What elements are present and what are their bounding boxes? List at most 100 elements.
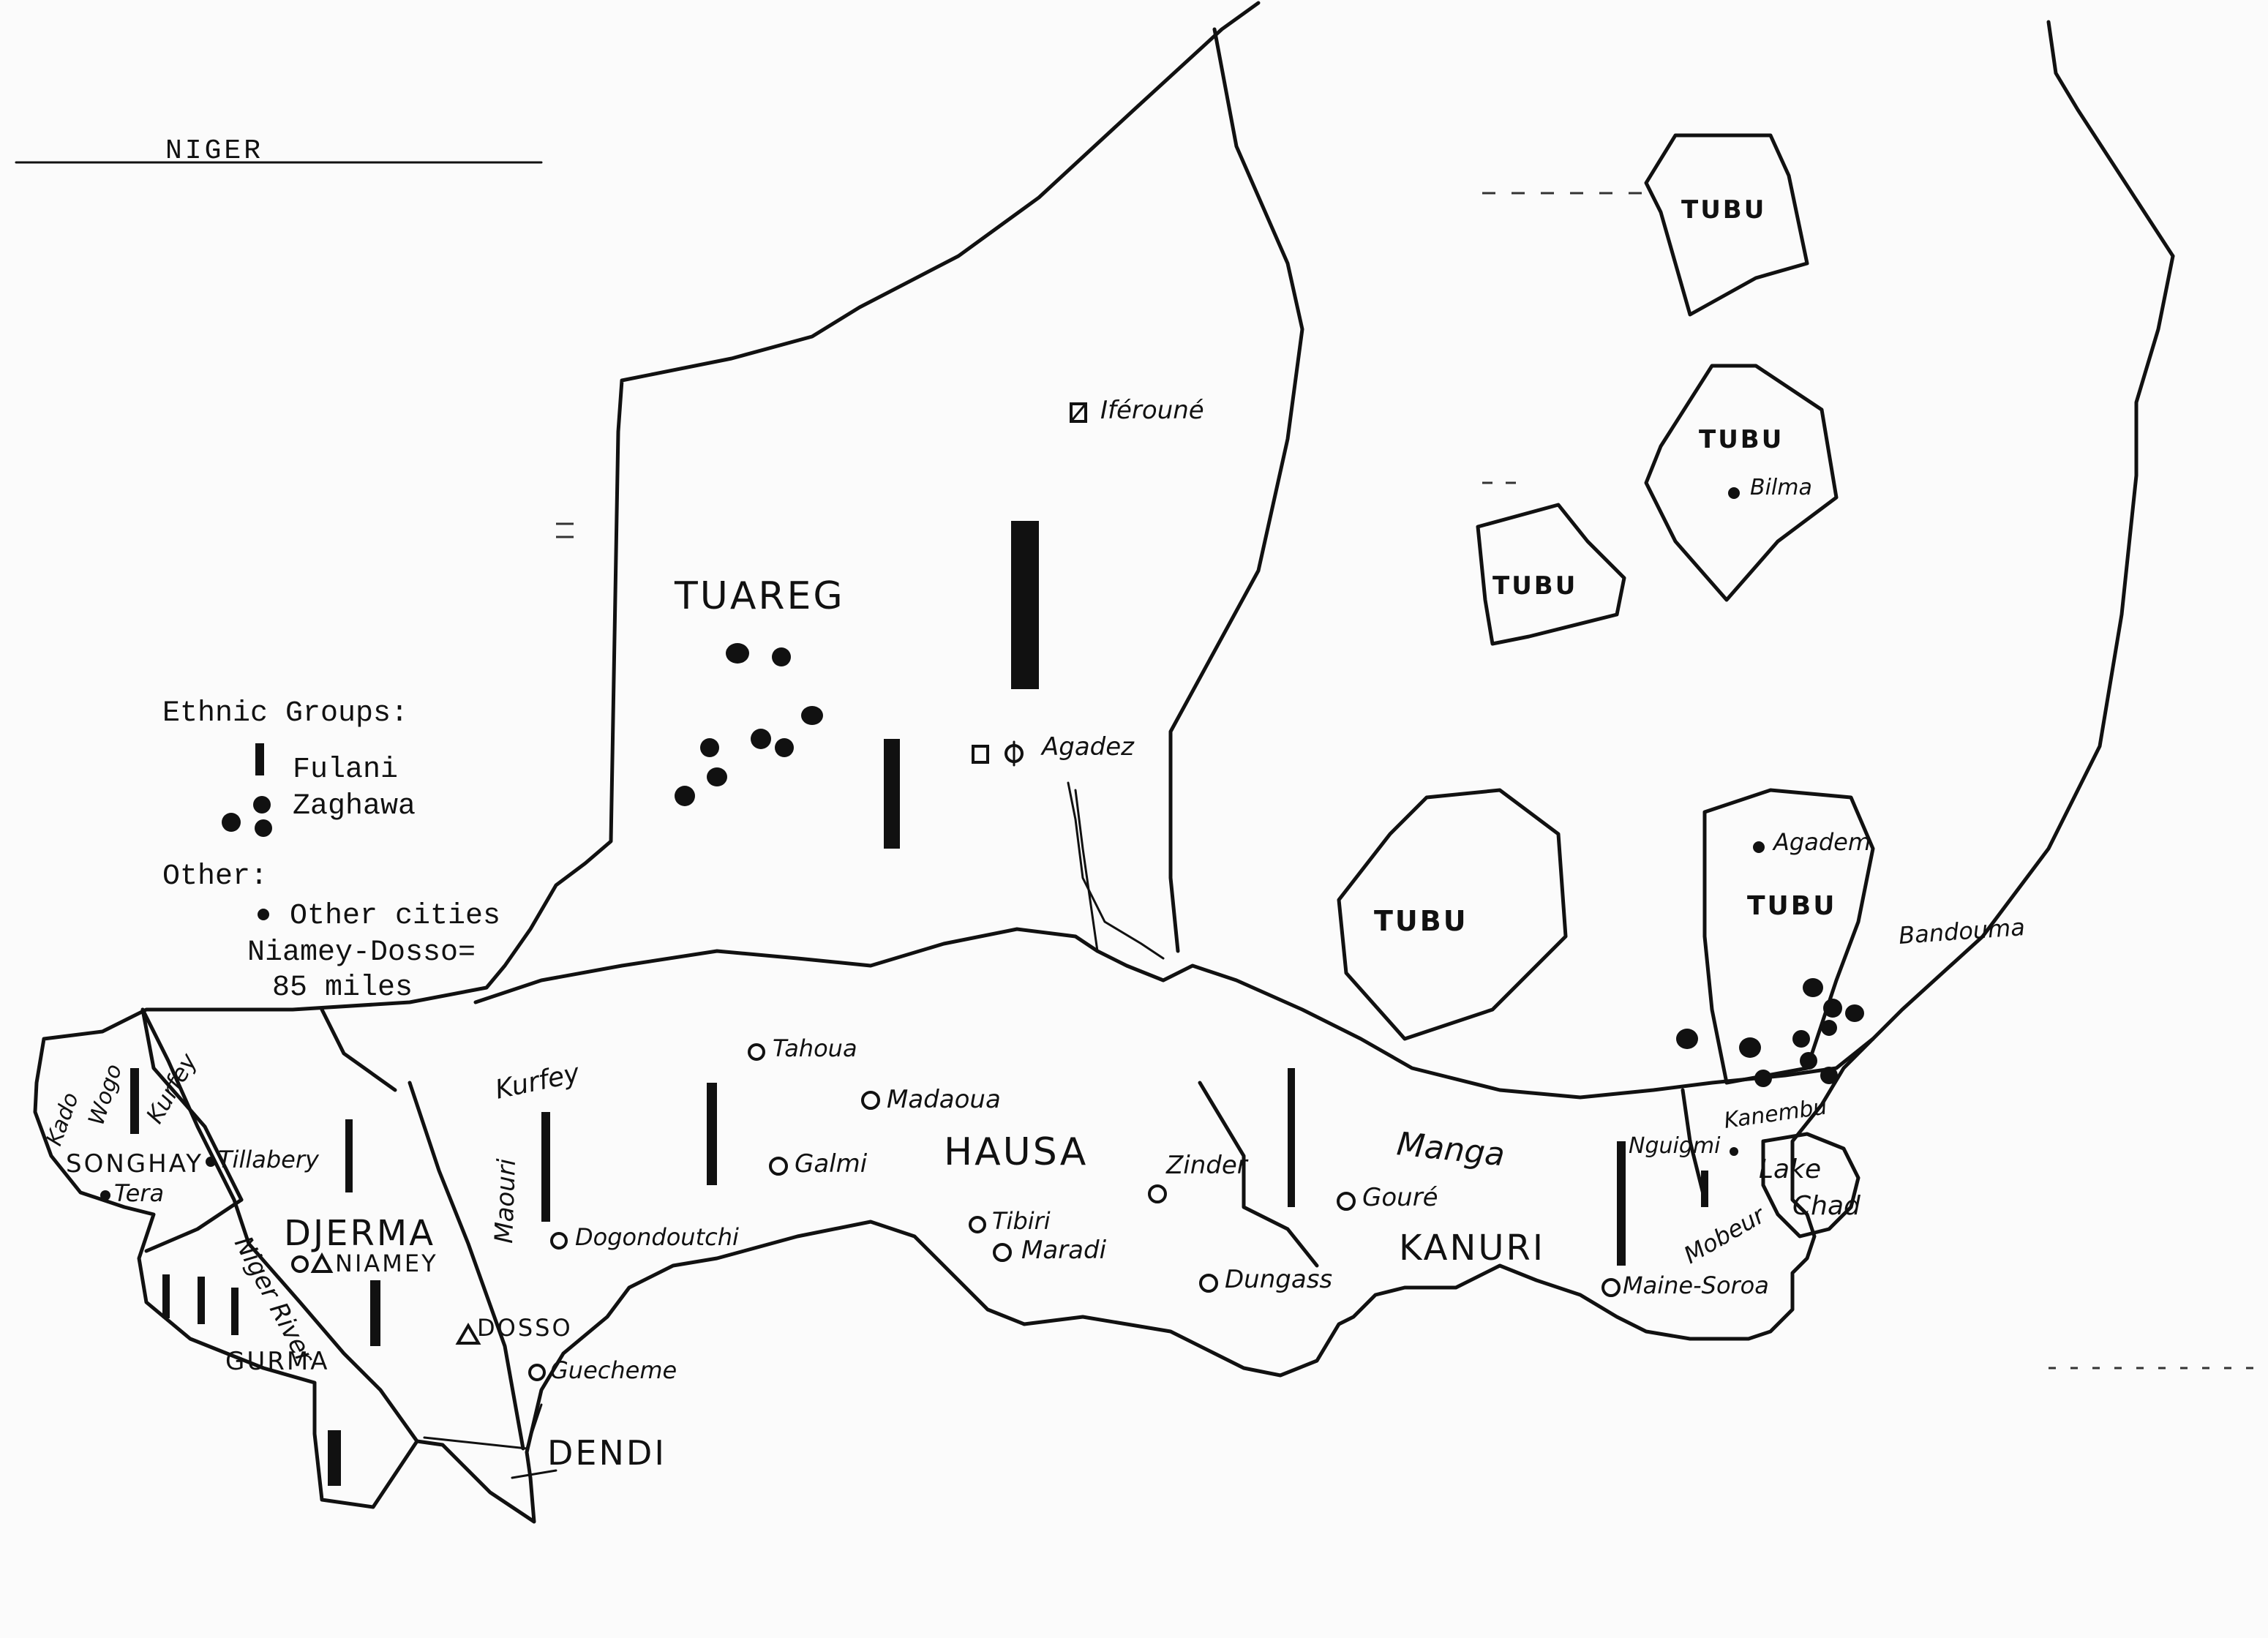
region-label-songhay: SONGHAY	[66, 1149, 203, 1179]
region-label-wogo: Wogo	[83, 1061, 127, 1128]
city-label-maine-soroa: Maine-Soroa	[1623, 1271, 1769, 1299]
legend-scale-line1: Niamey-Dosso=	[247, 936, 476, 969]
tubu-region-1	[1644, 133, 1809, 317]
region-label-kado: Kado	[42, 1089, 84, 1149]
city-label-tera: Tera	[114, 1179, 164, 1207]
scan-artifacts	[556, 192, 2253, 1370]
fulani-bar	[1288, 1068, 1295, 1207]
tubu-region-3	[1476, 503, 1626, 646]
fulani-bar	[884, 739, 900, 849]
region-label-kanembu: Kanembu	[1722, 1094, 1828, 1134]
city-marker-zinder	[1148, 1184, 1167, 1203]
fulani-bar	[231, 1288, 239, 1335]
city-label-tahoua: Tahoua	[773, 1034, 857, 1062]
region-label-hausa: HAUSA	[944, 1130, 1088, 1174]
city-label-maradi: Maradi	[1021, 1236, 1107, 1265]
fulani-bar	[1011, 521, 1039, 689]
city-marker-tera	[100, 1190, 110, 1201]
fulani-bar	[707, 1083, 717, 1185]
city-marker-maine-soroa	[1602, 1278, 1621, 1297]
river-branch-east	[1067, 781, 1165, 960]
fulani-bar	[328, 1430, 341, 1486]
city-marker-iferouane	[1070, 402, 1087, 423]
region-label-djerma: DJERMA	[284, 1213, 435, 1254]
region-label-gurma: GURMA	[225, 1347, 329, 1376]
tuareg-boundary-east	[1168, 27, 1304, 953]
fulani-bar	[541, 1112, 550, 1222]
city-label-galmi: Galmi	[795, 1149, 868, 1179]
city-label-dosso: DOSSO	[477, 1314, 573, 1342]
city-marker-dungass	[1199, 1274, 1218, 1293]
city-marker-tibiri	[969, 1216, 986, 1233]
city-label-dogondoutchi: Dogondoutchi	[575, 1223, 739, 1251]
lake-chad-outline	[1761, 1132, 1860, 1239]
city-marker-galmi	[769, 1157, 788, 1176]
region-label-tubu-2: TUBU	[1699, 425, 1784, 454]
city-label-niamey: NIAMEY	[335, 1250, 438, 1277]
region-label-tubu-3: TUBU	[1492, 571, 1577, 601]
city-marker-goure	[1337, 1192, 1356, 1211]
region-label-tuareg: TUAREG	[674, 574, 845, 618]
fulani-bar	[345, 1119, 353, 1192]
dendi-tick	[511, 1469, 557, 1479]
kanuri-nguigmi-boundary	[1681, 1088, 1707, 1202]
hausa-west-boundary	[408, 1081, 525, 1451]
tubu-region-4	[1337, 788, 1568, 1041]
city-marker-guecheme	[528, 1364, 546, 1381]
city-marker-madaoua	[861, 1091, 880, 1110]
city-label-bilma: Bilma	[1750, 475, 1812, 500]
region-label-manga: Manga	[1395, 1125, 1506, 1173]
region-label-mobeur: Mobeur	[1679, 1201, 1771, 1269]
legend-fulani-label: Fulani	[293, 754, 398, 786]
legend: Ethnic Groups: Fulani Zaghawa Other: Oth…	[162, 697, 500, 1004]
djerma-boundary-2	[320, 1007, 397, 1092]
region-label-kurfey-east: Kurfey	[492, 1058, 582, 1105]
legend-heading: Ethnic Groups:	[162, 697, 408, 730]
city-label-guecheme: Guecheme	[550, 1356, 677, 1384]
city-label-tibiri: Tibiri	[992, 1207, 1051, 1235]
tubu-region-2	[1644, 364, 1839, 602]
songhay-gurma-boundary	[144, 1198, 244, 1253]
city-marker-tillabery	[206, 1157, 216, 1167]
city-marker-agadez	[972, 740, 1024, 767]
region-label-tubu-5: TUBU	[1747, 891, 1836, 921]
city-marker-bilma	[1728, 487, 1740, 499]
legend-city-symbol	[258, 909, 269, 920]
legend-scale-line2: 85 miles	[272, 972, 413, 1004]
legend-city-label: Other cities	[290, 900, 500, 933]
niger-river-line	[140, 1007, 419, 1443]
city-label-goure: Gouré	[1362, 1183, 1438, 1212]
djerma-boundary	[140, 1007, 244, 1202]
city-marker-nguigmi	[1730, 1147, 1738, 1156]
city-marker-niamey	[291, 1252, 334, 1273]
legend-zaghawa-symbol	[222, 796, 272, 837]
fulani-bar	[1701, 1171, 1708, 1207]
legend-zaghawa-label: Zaghawa	[293, 790, 416, 823]
fulani-bar	[198, 1277, 205, 1324]
country-border-ne	[2046, 20, 2175, 258]
hausa-kanuri-boundary	[1198, 1081, 1319, 1268]
city-marker-tahoua	[748, 1043, 765, 1061]
zaghawa-cluster-east	[1676, 978, 1864, 1087]
legend-fulani-symbol	[255, 743, 264, 775]
niger-river-inflow	[1074, 789, 1099, 953]
region-label-tubu-1: TUBU	[1681, 195, 1766, 225]
city-label-dungass: Dungass	[1225, 1265, 1332, 1294]
legend-other-heading: Other:	[162, 860, 268, 893]
country-border	[33, 1, 2175, 1524]
water-label-lake-2: Chad	[1792, 1191, 1861, 1221]
city-marker-dogondoutchi	[550, 1232, 568, 1250]
region-label-tubu-4: TUBU	[1374, 905, 1468, 937]
city-label-madaoua: Madaoua	[887, 1085, 1001, 1114]
city-marker-maradi	[993, 1243, 1012, 1262]
fulani-bar	[162, 1274, 170, 1318]
water-label-lake: Lake	[1759, 1154, 1821, 1184]
region-label-kanuri: KANURI	[1399, 1228, 1545, 1269]
city-label-agadem: Agadem	[1772, 828, 1871, 856]
city-label-tillabery: Tillabery	[218, 1146, 320, 1173]
city-label-bandouma: Bandouma	[1898, 913, 2026, 950]
region-label-dendi: DENDI	[547, 1433, 666, 1473]
city-label-iferouane: Iférouné	[1100, 396, 1204, 425]
dendi-boundary	[423, 1403, 543, 1450]
